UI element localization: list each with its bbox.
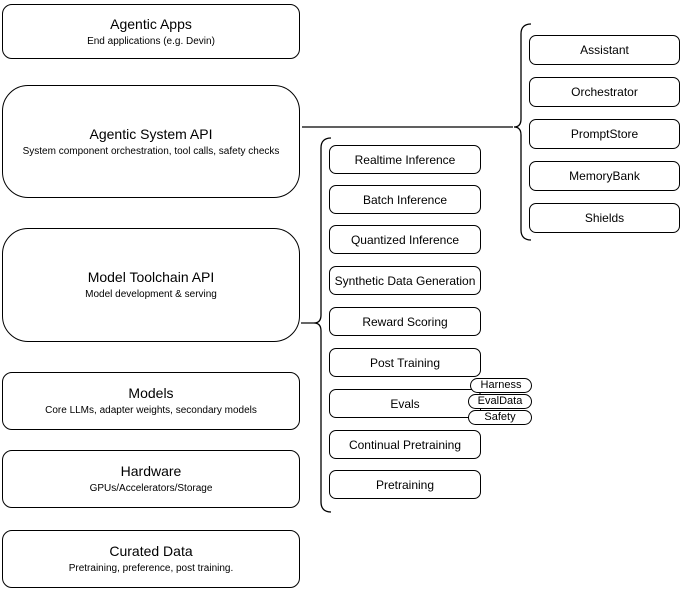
node-label: Realtime Inference bbox=[354, 152, 456, 167]
node-label: Orchestrator bbox=[571, 85, 638, 99]
node-label: Quantized Inference bbox=[350, 232, 460, 247]
node-label: MemoryBank bbox=[569, 169, 640, 183]
node-label: Pretraining bbox=[375, 477, 435, 492]
node-label: Post Training bbox=[369, 355, 441, 370]
node-subtitle: End applications (e.g. Devin) bbox=[87, 35, 215, 47]
node-label: Reward Scoring bbox=[362, 314, 448, 329]
node-evals: Evals bbox=[329, 389, 481, 418]
node-realtime-inference: Realtime Inference bbox=[329, 145, 481, 174]
tag-harness: Harness bbox=[470, 378, 532, 393]
node-title: Agentic Apps bbox=[110, 15, 192, 32]
node-label: Synthetic Data Generation bbox=[334, 273, 476, 288]
node-pretraining: Pretraining bbox=[329, 470, 481, 499]
node-label: Shields bbox=[584, 211, 625, 225]
node-curated-data: Curated Data Pretraining, preference, po… bbox=[2, 530, 300, 588]
node-model-toolchain-api: Model Toolchain API Model development & … bbox=[2, 228, 300, 342]
node-title: Curated Data bbox=[109, 543, 193, 559]
node-subtitle: GPUs/Accelerators/Storage bbox=[89, 483, 213, 494]
node-orchestrator: Orchestrator bbox=[529, 77, 680, 107]
node-post-training: Post Training bbox=[329, 348, 481, 377]
node-shields: Shields bbox=[529, 203, 680, 233]
tag-label: EvalData bbox=[477, 395, 523, 407]
node-title: Models bbox=[128, 385, 174, 401]
node-promptstore: PromptStore bbox=[529, 119, 680, 149]
node-hardware: Hardware GPUs/Accelerators/Storage bbox=[2, 450, 300, 508]
node-quantized-inference: Quantized Inference bbox=[329, 225, 481, 254]
node-label: Continual Pretraining bbox=[348, 437, 462, 452]
node-memorybank: MemoryBank bbox=[529, 161, 680, 191]
node-agentic-system-api: Agentic System API System component orch… bbox=[2, 85, 300, 198]
node-subtitle: Model development & serving bbox=[85, 289, 217, 300]
node-synthetic-data-generation: Synthetic Data Generation bbox=[329, 266, 481, 295]
node-title: Agentic System API bbox=[89, 125, 213, 142]
node-label: Evals bbox=[390, 396, 420, 411]
tag-safety: Safety bbox=[468, 410, 532, 425]
tag-label: Safety bbox=[484, 411, 516, 423]
node-continual-pretraining: Continual Pretraining bbox=[329, 430, 481, 459]
node-title: Model Toolchain API bbox=[87, 269, 215, 285]
node-agentic-apps: Agentic Apps End applications (e.g. Devi… bbox=[2, 4, 300, 59]
tag-label: Harness bbox=[480, 379, 522, 391]
node-batch-inference: Batch Inference bbox=[329, 185, 481, 214]
node-subtitle: Core LLMs, adapter weights, secondary mo… bbox=[45, 405, 257, 416]
node-label: Assistant bbox=[580, 43, 629, 57]
node-label: PromptStore bbox=[570, 127, 639, 141]
node-title: Hardware bbox=[120, 463, 182, 479]
node-subtitle: Pretraining, preference, post training. bbox=[68, 563, 234, 574]
node-assistant: Assistant bbox=[529, 35, 680, 65]
node-reward-scoring: Reward Scoring bbox=[329, 307, 481, 336]
node-label: Batch Inference bbox=[362, 192, 448, 207]
node-models: Models Core LLMs, adapter weights, secon… bbox=[2, 372, 300, 430]
tag-evaldata: EvalData bbox=[468, 394, 532, 409]
node-subtitle: System component orchestration, tool cal… bbox=[22, 145, 280, 157]
